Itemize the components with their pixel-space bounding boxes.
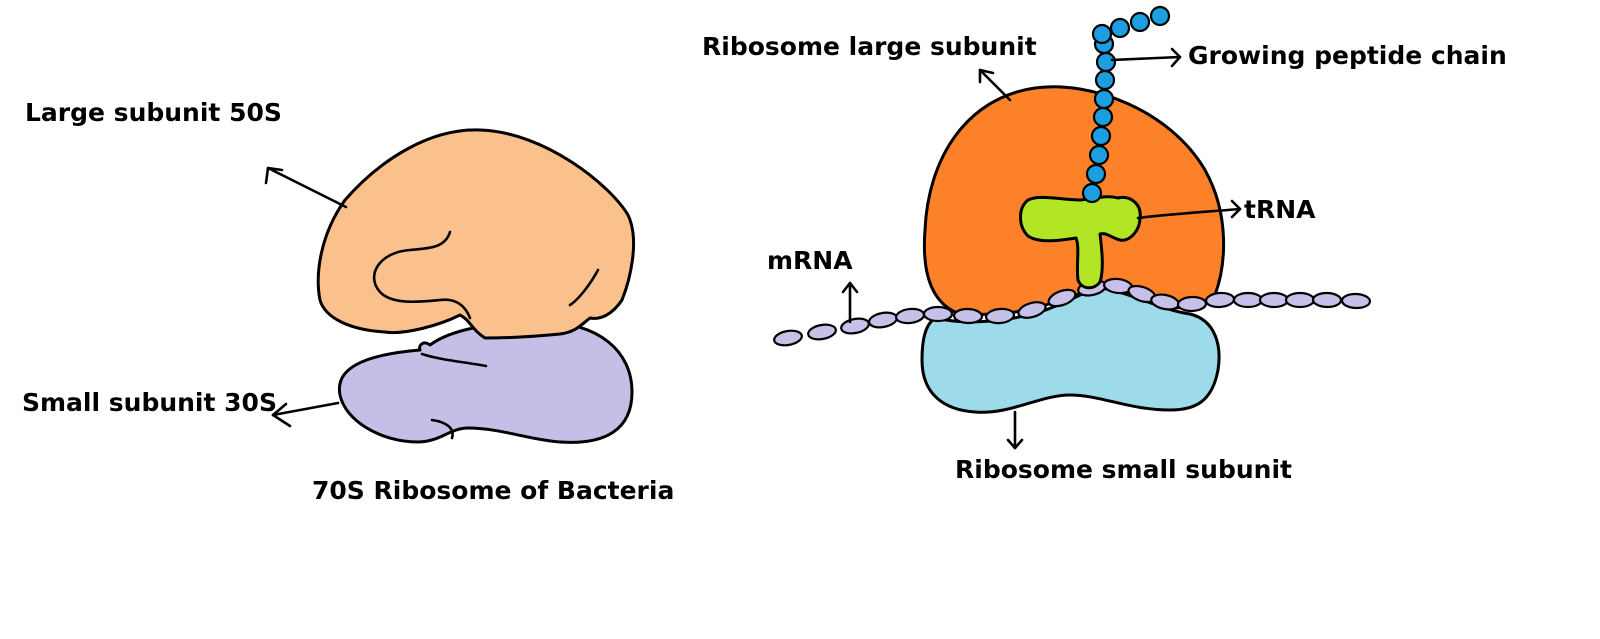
mrna-bead bbox=[1047, 288, 1077, 308]
arrow-small-subunit-30s bbox=[271, 401, 340, 428]
small-subunit-30s-shape bbox=[337, 320, 634, 444]
growing-peptide-chain bbox=[1081, 5, 1171, 204]
arrow-growing-peptide-chain bbox=[1110, 47, 1182, 68]
peptide-bead bbox=[1088, 144, 1110, 166]
mrna-bead bbox=[1232, 291, 1264, 309]
mrna-bead bbox=[894, 307, 926, 325]
arrow-large-subunit-50s bbox=[264, 166, 348, 209]
mrna-bead bbox=[773, 329, 803, 347]
peptide-bead bbox=[1109, 17, 1131, 39]
peptide-bead bbox=[1149, 5, 1171, 27]
peptide-bead bbox=[1094, 69, 1116, 91]
growing-peptide-chain-label: Growing peptide chain bbox=[1188, 41, 1507, 70]
arrow-ribosome-small-subunit bbox=[1006, 410, 1024, 450]
trna-shape bbox=[1019, 195, 1142, 290]
ribosome-large-subunit-label: Ribosome large subunit bbox=[702, 32, 1037, 61]
mrna-bead bbox=[1017, 301, 1047, 319]
large-subunit-fold bbox=[372, 230, 472, 320]
mrna-bead bbox=[922, 305, 954, 323]
mrna-bead bbox=[807, 323, 837, 341]
small-subunit-fold bbox=[420, 352, 488, 368]
ribosome-70s-caption: 70S Ribosome of Bacteria bbox=[312, 476, 674, 505]
mrna-bead bbox=[1258, 291, 1290, 309]
peptide-bead bbox=[1093, 88, 1115, 110]
ribosome-70s-figure: Large subunit 50S Small subunit 30S 70S … bbox=[22, 98, 674, 505]
translation-figure: Ribosome large subunit Growing peptide c… bbox=[702, 5, 1507, 484]
mrna-bead bbox=[952, 307, 984, 325]
mrna-strand bbox=[773, 277, 1372, 347]
arrow-ribosome-large-subunit bbox=[978, 68, 1012, 102]
ribosome-small-subunit-label: Ribosome small subunit bbox=[955, 455, 1292, 484]
mrna-bead bbox=[1176, 295, 1208, 313]
mrna-bead bbox=[868, 311, 898, 329]
peptide-bead bbox=[1090, 125, 1112, 147]
mrna-bead bbox=[1284, 291, 1316, 309]
arrow-mrna bbox=[841, 281, 859, 324]
peptide-bead bbox=[1081, 182, 1103, 204]
peptide-bead bbox=[1085, 163, 1107, 185]
mrna-label: mRNA bbox=[767, 246, 853, 275]
trna-label: tRNA bbox=[1244, 195, 1316, 224]
large-subunit-50s-label: Large subunit 50S bbox=[25, 98, 282, 127]
peptide-bead bbox=[1092, 106, 1114, 128]
arrow-trna bbox=[1136, 199, 1242, 220]
large-subunit-fold-2 bbox=[568, 268, 600, 307]
small-subunit-fold-2 bbox=[430, 418, 454, 440]
large-subunit-50s-shape bbox=[316, 128, 636, 340]
mrna-bead bbox=[840, 317, 870, 335]
peptide-bead bbox=[1091, 23, 1113, 45]
peptide-bead bbox=[1129, 11, 1151, 33]
mrna-bead bbox=[1311, 291, 1343, 309]
peptide-bead bbox=[1095, 51, 1117, 73]
mrna-bead bbox=[984, 307, 1016, 325]
small-subunit-30s-label: Small subunit 30S bbox=[22, 388, 277, 417]
mrna-bead bbox=[1340, 292, 1372, 310]
